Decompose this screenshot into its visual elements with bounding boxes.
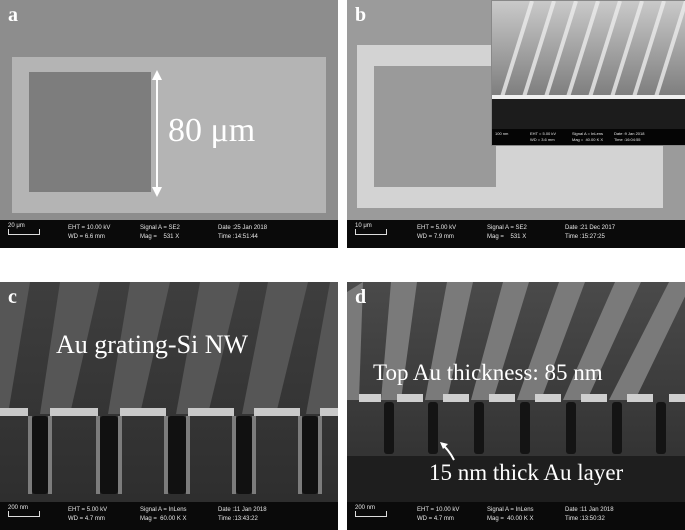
eht: EHT = 5.00 kV: [417, 225, 457, 231]
scale-label: 20 μm: [8, 223, 25, 229]
scale-label: 200 nm: [8, 505, 29, 511]
eht: EHT = 10.00 kV: [417, 507, 460, 513]
panel-label: d: [355, 286, 367, 308]
scale-bar: [355, 511, 387, 517]
scale-bar: [355, 229, 387, 235]
wd: WD = 4.7 mm: [68, 516, 105, 522]
panel-label: b: [355, 4, 367, 26]
panel-label: a: [8, 4, 18, 26]
panel-b: 100 nm EHT = 5.00 kV WD = 3.6 mm Signal …: [347, 0, 685, 248]
wd: WD = 6.6 mm: [68, 234, 105, 240]
scale-bar: [8, 511, 40, 517]
grating-square: [374, 66, 496, 187]
date: Date :21 Dec 2017: [565, 225, 616, 231]
au-layer-label: 15 nm thick Au layer: [429, 460, 624, 485]
eht: EHT = 5.00 kV: [68, 507, 108, 513]
mag: Mag = 531 X: [140, 234, 180, 240]
eht: EHT = 10.00 kV: [68, 225, 111, 231]
panel-c: c Au grating-Si NW 200 nm EHT = 5.00 kV …: [0, 282, 338, 530]
panel-a-image: [0, 0, 338, 248]
nanowire-square: [29, 72, 151, 192]
panel-label: c: [8, 286, 17, 308]
time: Time :13:50:32: [565, 516, 605, 522]
inset-wd: WD = 3.6 mm: [530, 137, 555, 142]
signal: Signal A = InLens: [140, 507, 187, 513]
cross-section-inset: 100 nm EHT = 5.00 kV WD = 3.6 mm Signal …: [491, 0, 685, 146]
time: Time :15:27:25: [565, 234, 605, 240]
date: Date :11 Jan 2018: [565, 507, 614, 513]
inset-scale: 100 nm: [495, 131, 509, 136]
scale-label: 200 nm: [355, 505, 376, 511]
mag: Mag = 60.00 K X: [140, 516, 187, 522]
sem-info-bar: 200 nm EHT = 5.00 kV WD = 4.7 mm Signal …: [0, 502, 338, 530]
wd: WD = 7.9 mm: [417, 234, 454, 240]
date: Date :11 Jan 2018: [218, 507, 267, 513]
signal: Signal A = SE2: [140, 225, 180, 231]
sem-info-bar: 20 μm EHT = 10.00 kV WD = 6.6 mm Signal …: [0, 220, 338, 248]
inset-eht: EHT = 5.00 kV: [530, 131, 557, 136]
panel-d: d Top Au thickness: 85 nm 15 nm thick Au…: [347, 282, 685, 530]
structure-label: Au grating-Si NW: [56, 330, 249, 359]
time: Time :14:51:44: [218, 234, 258, 240]
mag: Mag = 531 X: [487, 234, 527, 240]
sem-info-bar: 10 μm EHT = 5.00 kV WD = 7.9 mm Signal A…: [347, 220, 685, 248]
inset-date: Date :9 Jan 2018: [614, 131, 645, 136]
signal: Signal A = InLens: [487, 507, 534, 513]
panel-d-image: [347, 282, 685, 530]
time: Time :13:43:22: [218, 516, 258, 522]
inset-signal: Signal A = InLens: [572, 131, 604, 136]
scale-label: 10 μm: [355, 223, 372, 229]
inset-mag: Mag = 40.00 K X: [572, 137, 604, 142]
panel-c-image: [0, 282, 338, 530]
scale-bar: [8, 229, 40, 235]
sem-info-bar: 200 nm EHT = 10.00 kV WD = 4.7 mm Signal…: [347, 502, 685, 530]
top-thickness-label: Top Au thickness: 85 nm: [373, 360, 603, 385]
wd: WD = 4.7 mm: [417, 516, 454, 522]
inset-image: [492, 1, 685, 145]
date: Date :25 Jan 2018: [218, 225, 268, 231]
signal: Signal A = SE2: [487, 225, 527, 231]
dimension-label: 80 μm: [168, 112, 256, 149]
inset-time: Time :16:04:55: [614, 137, 641, 142]
panel-a: a 80 μm 20 μm EHT = 10.00 kV WD = 6.6 mm…: [0, 0, 338, 248]
mag: Mag = 40.00 K X: [487, 516, 534, 522]
